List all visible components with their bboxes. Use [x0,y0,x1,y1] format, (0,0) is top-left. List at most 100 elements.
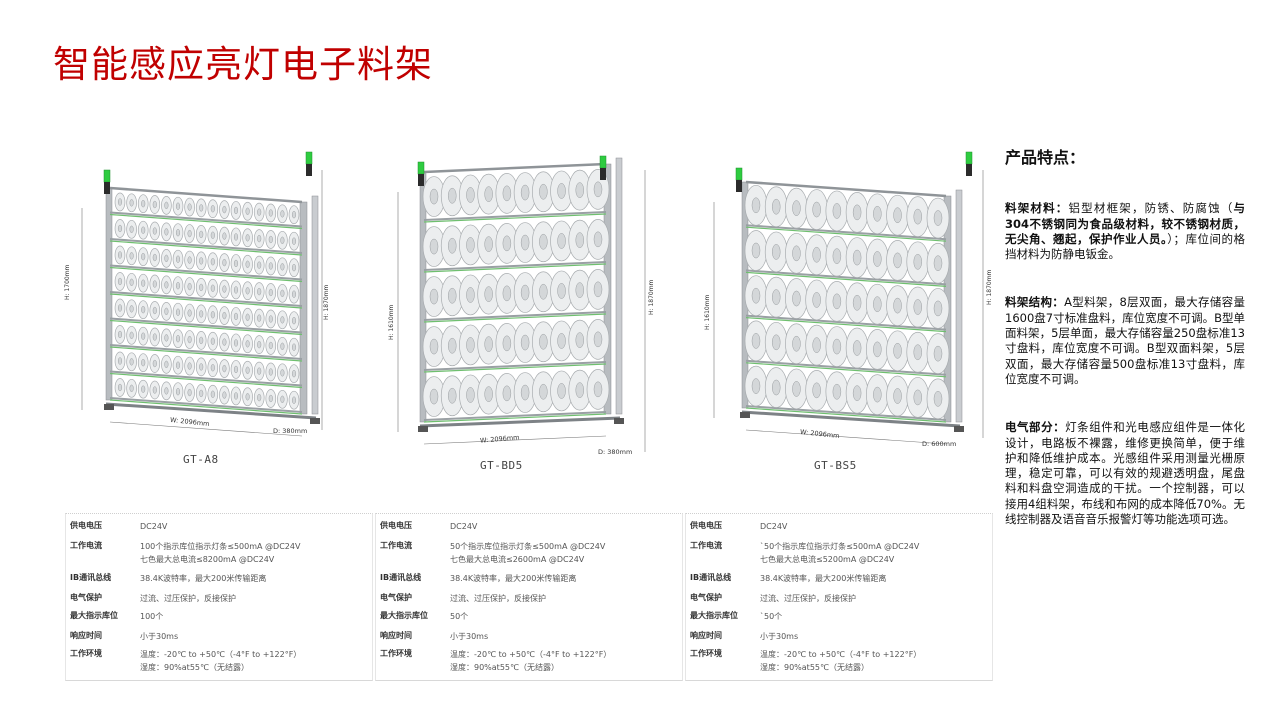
reel-hub [175,361,181,369]
reel-hub [152,227,157,235]
feature-structure-text: A型料架，8层双面，最大存储容量1600盘7寸标准盘料，库位宽度不可调。B型单面… [1005,295,1245,386]
reel-hub [593,231,603,248]
reel-hub [141,306,146,314]
reel-hub [164,334,169,342]
reel-hub [933,210,943,226]
product-gt-bd5: H: 1610mm H: 1870mm W: 2096mm D: 380mm [380,150,660,460]
reel-hub [187,203,192,211]
spec-key: 响应时间 [70,631,102,640]
shelf-rail [109,344,303,360]
reel-hub [575,382,585,399]
spec-key: 最大指示库位 [380,611,428,620]
led-strip [423,413,607,423]
reel-hub [175,308,181,316]
spec-value: 温度：-20℃ to +50℃（-4°F to +122°F） [450,650,612,659]
spec-key: 最大指示库位 [690,611,738,620]
reel-hub [792,245,801,262]
reel-hub [210,231,215,239]
reel-hub [199,310,204,318]
reel-hub [933,255,943,272]
reel-hub [233,392,239,400]
reel-hub [873,296,882,313]
reel-hub [129,252,134,260]
reel-hub [771,334,781,351]
reel-hub [199,336,204,345]
spec-value: 小于30ms [140,632,179,641]
reel-hub [187,282,192,291]
reel-hub [447,337,457,354]
reel-hub [520,384,530,401]
reel-hub [257,234,262,243]
reel-hub [429,238,439,255]
spec-value: 50个 [450,612,469,621]
reel-hub [792,381,801,397]
shelf-rail [109,317,303,334]
signal-light-base [966,164,972,176]
reel-hub [129,358,134,366]
reel-hub [291,316,297,325]
dimension-total-height-label: H: 1870mm [323,284,330,320]
reel-hub [873,251,882,267]
spec-value: 湿度：90%at55℃（无结露） [450,663,559,672]
reel-hub [187,229,192,238]
reel-hub [447,237,457,254]
reel-hub [141,279,146,287]
reel-hub [152,280,157,288]
reel-hub [175,255,181,263]
reel-hub [575,232,585,249]
spec-value: 小于30ms [450,632,489,641]
dimension-depth-label: D: 380mm [598,448,633,456]
features-heading: 产品特点： [1005,148,1086,167]
dimension-height-label: H: 1610mm [388,304,395,340]
frame-post [955,189,963,423]
feature-electrical-label: 电气部分： [1005,420,1066,435]
model-label-gt-bd5: GT-BD5 [480,459,523,472]
reel-hub [812,246,821,263]
reel-hub [152,200,157,209]
top-rail [423,162,607,174]
base-rail [419,416,621,428]
reel-hub [164,281,169,289]
reel-hub [117,198,123,206]
reel-hub [893,252,902,269]
led-strip [109,240,303,256]
feature-material: 料架材料：铝型材框架，防锈、防腐蚀（与304不锈钢同为食品级材料，较不锈钢材质，… [1005,201,1245,262]
spec-value: 七色最大总电流≤2600mA @DC24V [450,555,585,564]
reel-hub [557,333,566,349]
reel-hub [210,390,215,398]
reel-hub [812,292,821,308]
reel-hub [575,282,585,299]
reel-hub [210,337,215,345]
reel-hub [520,184,530,201]
base-rail [105,402,317,420]
led-strip [745,226,947,242]
reel-hub [164,360,169,369]
dimension-height-label: H: 1610mm [704,294,711,330]
foot [954,426,964,432]
reel-hub [832,203,842,219]
reel-hub [175,388,181,396]
shelf-rail [745,224,947,241]
reel-hub [245,366,250,374]
reel-hub [141,385,146,393]
frame-post [615,157,623,415]
reel-hub [222,391,227,399]
spec-key: 响应时间 [690,631,722,640]
reel-hub [222,285,227,293]
signal-light [599,155,607,169]
spec-key: 供电电压 [70,521,102,530]
shelf-rail [109,370,303,387]
reel-hub [152,386,157,394]
reel-hub [129,225,134,233]
reel-hub [557,183,566,199]
shelf-rail [109,238,303,254]
reel-hub [280,236,285,244]
reel-hub [117,224,123,233]
spec-key: 电气保护 [690,593,722,602]
reel-hub [575,332,585,349]
reel-hub [771,289,781,305]
led-strip [109,399,303,415]
reel-hub [751,197,761,214]
reel-hub [832,293,842,310]
